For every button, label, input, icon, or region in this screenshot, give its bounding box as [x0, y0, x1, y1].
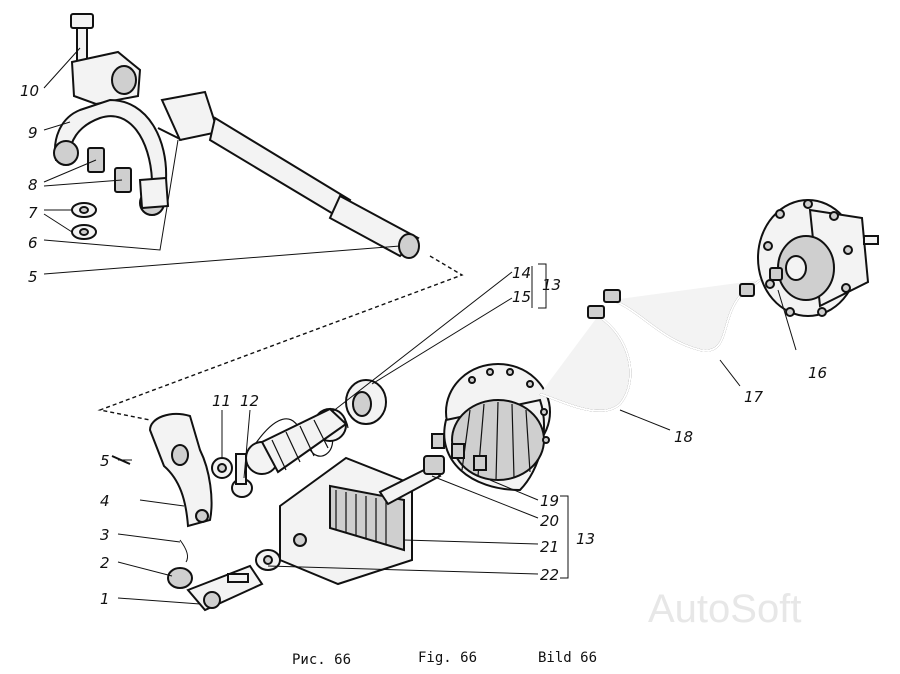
label-20: 20: [540, 512, 559, 530]
label-16: 16: [808, 364, 827, 382]
label-15: 15: [512, 288, 531, 306]
label-12: 12: [240, 392, 259, 410]
shift-fork-assembly: [53, 13, 183, 240]
label-14: 14: [512, 264, 531, 282]
label-5-lower: 5: [100, 452, 110, 470]
caption-ru: Рис. 66: [292, 652, 351, 668]
label-11: 11: [212, 392, 231, 410]
part-labels: 10 9 8 7 6 5 5 4 3 2 1 11 12 14 15 13 16…: [20, 82, 827, 608]
label-6: 6: [28, 234, 38, 252]
connection-line: [97, 255, 464, 421]
caption-en: Fig. 66: [418, 650, 477, 666]
label-17: 17: [744, 388, 764, 406]
label-1: 1: [100, 590, 110, 608]
label-4: 4: [100, 492, 110, 510]
label-10: 10: [20, 82, 39, 100]
caption-de: Bild 66: [538, 650, 597, 666]
lower-linkage: [111, 412, 281, 612]
bracket: [279, 455, 445, 586]
label-18: 18: [674, 428, 693, 446]
label-13-lower: 13: [576, 530, 595, 548]
shift-lever: [160, 90, 420, 259]
chamber-lower: [431, 363, 551, 492]
label-13-upper: 13: [542, 276, 561, 294]
leader-lines: [43, 47, 797, 605]
label-8: 8: [28, 176, 38, 194]
chamber-upper: [757, 199, 879, 317]
pipes: [539, 267, 783, 412]
label-7: 7: [28, 204, 38, 222]
label-2: 2: [100, 554, 110, 572]
label-5-upper: 5: [28, 268, 38, 286]
label-9: 9: [28, 124, 38, 142]
label-3: 3: [100, 526, 110, 544]
watermark: AutoSoft: [648, 587, 801, 631]
label-19: 19: [540, 492, 559, 510]
label-22: 22: [540, 566, 559, 584]
spring-and-cup: [245, 379, 387, 475]
label-21: 21: [540, 538, 559, 556]
figure-caption: Рис. 66 Fig. 66 Bild 66: [292, 650, 597, 668]
